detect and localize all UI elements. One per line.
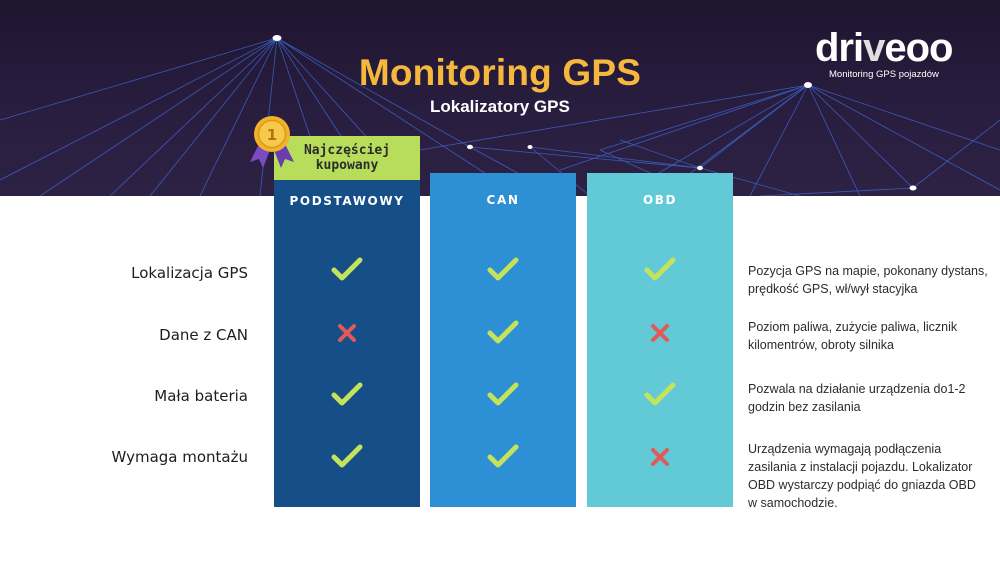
check-icon-row3-basic (331, 382, 363, 406)
description-battery: Pozwala na działanie urządzenia do1-2 go… (748, 382, 966, 414)
medal-icon: 1 (250, 116, 294, 168)
description-install: Urządzenia wymagają podłączenia zasilani… (748, 442, 976, 510)
column-basic: PODSTAWOWY (274, 194, 420, 507)
logo-wordmark: driveoo (815, 26, 954, 70)
cross-icon-row2-obd (651, 324, 669, 342)
description-can: Poziom paliwa, zużycie paliwa, licznik k… (748, 320, 958, 352)
check-icon-row2-can (487, 320, 519, 344)
medal-number: 1 (267, 126, 277, 144)
best-seller-line2: kupowany (315, 158, 379, 173)
check-icon-row1-basic (331, 257, 363, 281)
check-icon-row3-obd (644, 382, 676, 406)
column-can: CAN (430, 173, 576, 507)
driveoo-logo: driveoo Monitoring GPS pojazdów (815, 28, 975, 80)
check-icon-row1-can (487, 257, 519, 281)
page-title: Monitoring GPS (358, 52, 642, 93)
best-seller-badge: Najczęściej kupowany (274, 136, 420, 180)
check-icon-row3-can (487, 382, 519, 406)
best-seller-line1: Najczęściej (303, 143, 391, 158)
best-seller-label: Najczęściej kupowany (274, 143, 420, 173)
feature-label-gps: Lokalizacja GPS (131, 264, 248, 282)
page-subtitle: Lokalizatory GPS (430, 97, 570, 116)
feature-label-battery: Mała bateria (154, 387, 248, 405)
feature-label-install: Wymaga montażu (111, 448, 248, 466)
hero-banner: Monitoring GPS Lokalizatory GPS driveoo … (0, 0, 1000, 196)
cross-icon-row4-obd (651, 448, 669, 466)
column-obd: OBD (587, 173, 733, 507)
feature-label-can: Dane z CAN (159, 326, 248, 344)
cross-icon-row2-basic (338, 324, 356, 342)
column-header-can: CAN (486, 193, 520, 207)
check-icon-row1-obd (644, 257, 676, 281)
column-basic-top (274, 180, 420, 196)
column-header-obd: OBD (642, 193, 678, 207)
column-header-basic: PODSTAWOWY (289, 194, 405, 208)
check-icon-row4-basic (331, 444, 363, 468)
logo-tagline: Monitoring GPS pojazdów (829, 69, 939, 80)
check-icon-row4-can (487, 444, 519, 468)
description-gps: Pozycja GPS na mapie, pokonany dystans, … (748, 264, 988, 296)
